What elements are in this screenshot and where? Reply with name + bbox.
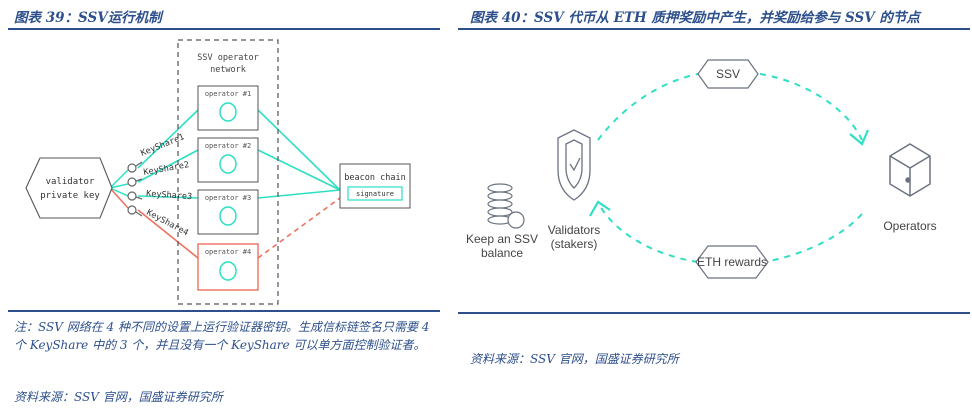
validator-label-2: private key [40, 191, 100, 201]
keyshare-2-label: KeyShare2 [143, 160, 190, 178]
operator-2-node-icon [219, 154, 237, 174]
beacon-chain-label: beacon chain [344, 173, 405, 183]
ssv-token-flow-diagram: SSV ETH rewards Keep an SSV balance Vali… [466, 59, 937, 279]
ssv-token-label: SSV [716, 67, 740, 81]
figure-39-source: 资料来源：SSV 官网，国盛证券研究所 [14, 390, 223, 404]
keyshare-1-label: KeyShare1 [139, 132, 185, 159]
key-icon-2 [127, 177, 143, 187]
keep-balance-label-1: Keep an SSV [466, 232, 538, 246]
figure-40-title: 图表 40：SSV 代币从 ETH 质押奖励中产生，并奖励给参与 SSV 的节点 [470, 10, 920, 26]
note-rule [8, 310, 440, 312]
arrow-to-validators-icon [589, 200, 611, 217]
source-rule [458, 312, 970, 314]
shield-icon [557, 129, 591, 201]
eth-rewards-node: ETH rewards [695, 245, 769, 279]
signature-label: signature [356, 190, 394, 198]
operators-label: Operators [883, 219, 936, 233]
operator-4-node-icon [219, 261, 237, 281]
validators-label-1: Validators [548, 223, 600, 237]
operator-4: operator #4 [197, 243, 259, 291]
keep-balance-label-2: balance [481, 246, 523, 260]
validator-private-key-node: validator private key [25, 157, 113, 219]
cube-icon [889, 143, 931, 197]
operator-1: operator #1 [197, 85, 259, 131]
operator-3-node-icon [219, 206, 237, 226]
operator-1-node-icon [219, 102, 237, 122]
operator-3: operator #3 [197, 189, 259, 235]
arc-upper-left [597, 73, 699, 141]
signature-box [347, 186, 403, 201]
arc-lower-left [599, 205, 699, 263]
figure-39-note: 注：SSV 网络在 4 种不同的设置上运行验证器密钥。生成信标链签名只需要 4 … [14, 320, 430, 352]
figure-40-source: 资料来源：SSV 官网，国盛证券研究所 [470, 352, 679, 366]
key-icon-4 [127, 205, 143, 217]
operator-3-label: operator #3 [205, 194, 251, 202]
figure-39-title: 图表 39：SSV运行机制 [14, 10, 162, 26]
operator-1-label: operator #1 [205, 90, 251, 98]
coin-stack-icon [487, 183, 525, 229]
key-icon-3 [127, 191, 143, 201]
figure-40-panel: 图表 40：SSV 代币从 ETH 质押奖励中产生，并奖励给参与 SSV 的节点… [458, 0, 972, 414]
arc-lower-right [763, 213, 863, 263]
key-icon-1 [127, 161, 143, 173]
ssv-operation-diagram: SSV operator network operator #1 operato… [25, 39, 411, 305]
network-label-1: SSV operator [197, 53, 258, 63]
operator-2-label: operator #2 [205, 142, 251, 150]
figure-39-panel: 图表 39：SSV运行机制 SSV operator network [0, 0, 442, 414]
operator-4-label: operator #4 [205, 248, 251, 256]
ssv-token-node: SSV [697, 59, 759, 89]
beacon-chain-node: beacon chain signature [339, 163, 411, 209]
arc-upper-right [759, 73, 863, 141]
operator-2: operator #2 [197, 137, 259, 183]
title-rule [8, 28, 440, 30]
validator-label-1: validator [46, 177, 95, 187]
validators-label-2: (stakers) [551, 237, 598, 251]
keyshare-3-label: KeyShare3 [146, 189, 193, 202]
title-rule [458, 28, 970, 30]
operator-network-box [177, 39, 279, 305]
arrow-to-operators-icon [849, 129, 870, 146]
eth-rewards-label: ETH rewards [697, 255, 767, 269]
network-label-2: network [210, 65, 246, 75]
